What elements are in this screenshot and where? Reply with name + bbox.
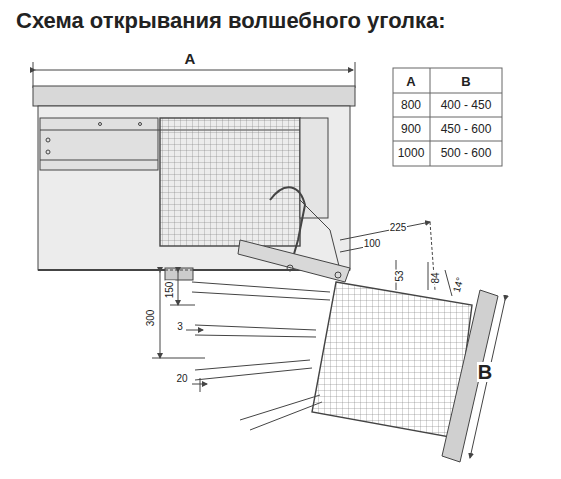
- dimension-label: 100: [363, 239, 382, 249]
- dimension-label: A: [184, 51, 197, 66]
- table-cell: 450 - 600: [441, 123, 492, 135]
- table-cell: B: [461, 75, 470, 88]
- heading: Схема открывания волшебного уголка:: [16, 8, 446, 34]
- table-cell: 800: [401, 99, 421, 111]
- table-cell: 400 - 450: [441, 99, 492, 111]
- table-cell: 1000: [398, 147, 425, 159]
- dimension-label: 84: [431, 271, 441, 284]
- dimension-label: 14°: [452, 275, 466, 294]
- dimension-label: B: [477, 362, 493, 382]
- dimension-label: 300: [146, 309, 156, 328]
- table-cell: A: [406, 75, 415, 88]
- dimension-label: 3: [176, 322, 184, 332]
- dimension-label: 225: [389, 223, 408, 233]
- table-cell: 500 - 600: [441, 147, 492, 159]
- dimension-label: 53: [395, 269, 405, 282]
- dimension-label: 20: [175, 374, 188, 384]
- table-cell: 900: [401, 123, 421, 135]
- dimension-label: 150: [165, 281, 175, 300]
